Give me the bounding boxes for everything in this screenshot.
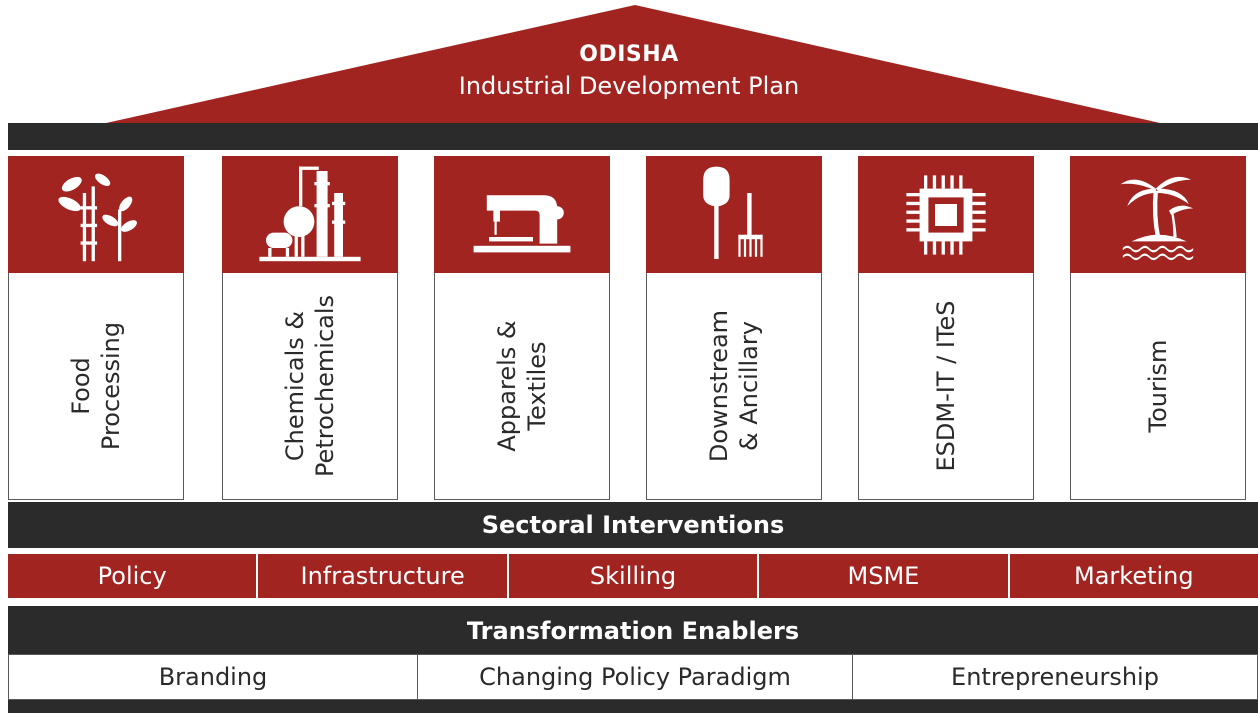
pillar-esdm: ESDM-IT / ITeS — [858, 156, 1034, 500]
pillar-label: Downstream & Ancillary — [705, 309, 763, 463]
sectoral-item: Skilling — [509, 554, 760, 598]
foundation-bar — [8, 700, 1258, 713]
pillar-downstream: Downstream & Ancillary — [646, 156, 822, 500]
plan-title: ODISHA — [579, 42, 679, 67]
roof-beam — [8, 123, 1258, 150]
sectoral-interventions-title: Sectoral Interventions — [8, 502, 1258, 548]
pillar-apparels: Apparels & Textiles — [434, 156, 610, 500]
plant-sprout-icon — [58, 173, 137, 261]
plan-subtitle: Industrial Development Plan — [458, 72, 800, 100]
pillar-tourism: Tourism — [1070, 156, 1246, 500]
roof-triangle — [106, 5, 1160, 123]
pillar-chemicals: Chemicals & Petrochemicals — [222, 156, 398, 500]
sectoral-item: Policy — [8, 554, 259, 598]
microchip-icon — [906, 174, 986, 255]
pillar-label: ESDM-IT / ITeS — [932, 300, 960, 472]
enabler-item: Entrepreneurship — [853, 654, 1258, 700]
sectoral-item: Marketing — [1074, 562, 1194, 590]
pillar-label: Food Processing — [67, 321, 125, 451]
shovel-rake-icon — [703, 166, 763, 259]
enabler-item: Changing Policy Paradigm — [418, 654, 853, 700]
enabler-item: Branding — [8, 654, 418, 700]
pillar-label: Tourism — [1144, 339, 1172, 433]
sectoral-item: Infrastructure — [258, 554, 509, 598]
pillar-label: Chemicals & Petrochemicals — [281, 294, 340, 478]
transformation-enablers-row: Branding Changing Policy Paradigm Entrep… — [8, 654, 1258, 700]
sectoral-item: MSME — [759, 554, 1010, 598]
palm-island-icon — [1120, 176, 1194, 260]
sectoral-interventions-row: Policy Infrastructure Skilling MSME Mark… — [8, 554, 1258, 598]
transformation-enablers-title: Transformation Enablers — [8, 606, 1258, 654]
pillar-food-processing: Food Processing — [8, 156, 184, 500]
chemical-plant-icon — [259, 166, 361, 261]
pillar-label: Apparels & Textiles — [493, 320, 551, 452]
sewing-machine-icon — [473, 194, 571, 252]
